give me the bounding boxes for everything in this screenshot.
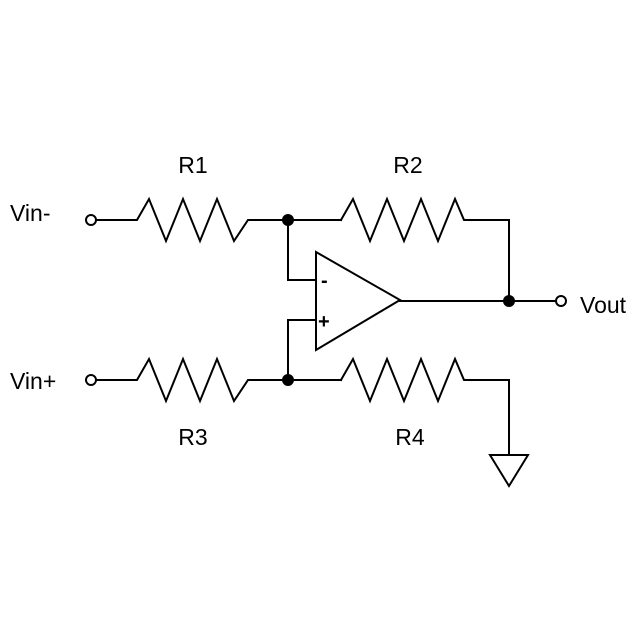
label-r4: R4 (395, 424, 425, 450)
wire-node-to-inverting-input (288, 220, 316, 280)
resistor-r3 (130, 359, 288, 401)
opamp-triangle (316, 252, 400, 350)
junction-dot-noninverting-node (282, 374, 294, 386)
resistor-r4 (341, 359, 509, 401)
label-vin-minus: Vin- (10, 200, 51, 226)
terminal-vout (556, 296, 566, 306)
resistor-r1 (130, 199, 288, 241)
junction-dot-output-node (503, 295, 515, 307)
opamp-inverting-sign: - (321, 270, 328, 292)
resistor-r2 (341, 199, 509, 241)
terminal-vin-plus (86, 375, 96, 385)
label-r3: R3 (178, 424, 207, 450)
junction-dot-inverting-node (282, 214, 294, 226)
label-r2: R2 (393, 152, 422, 178)
terminal-vin-minus (86, 215, 96, 225)
wire-node-to-noninverting-input (288, 320, 316, 380)
label-vout: Vout (580, 292, 627, 318)
label-vin-plus: Vin+ (10, 368, 56, 394)
opamp-noninverting-sign: + (318, 311, 330, 333)
label-r1: R1 (178, 152, 207, 178)
ground-symbol (490, 455, 528, 486)
